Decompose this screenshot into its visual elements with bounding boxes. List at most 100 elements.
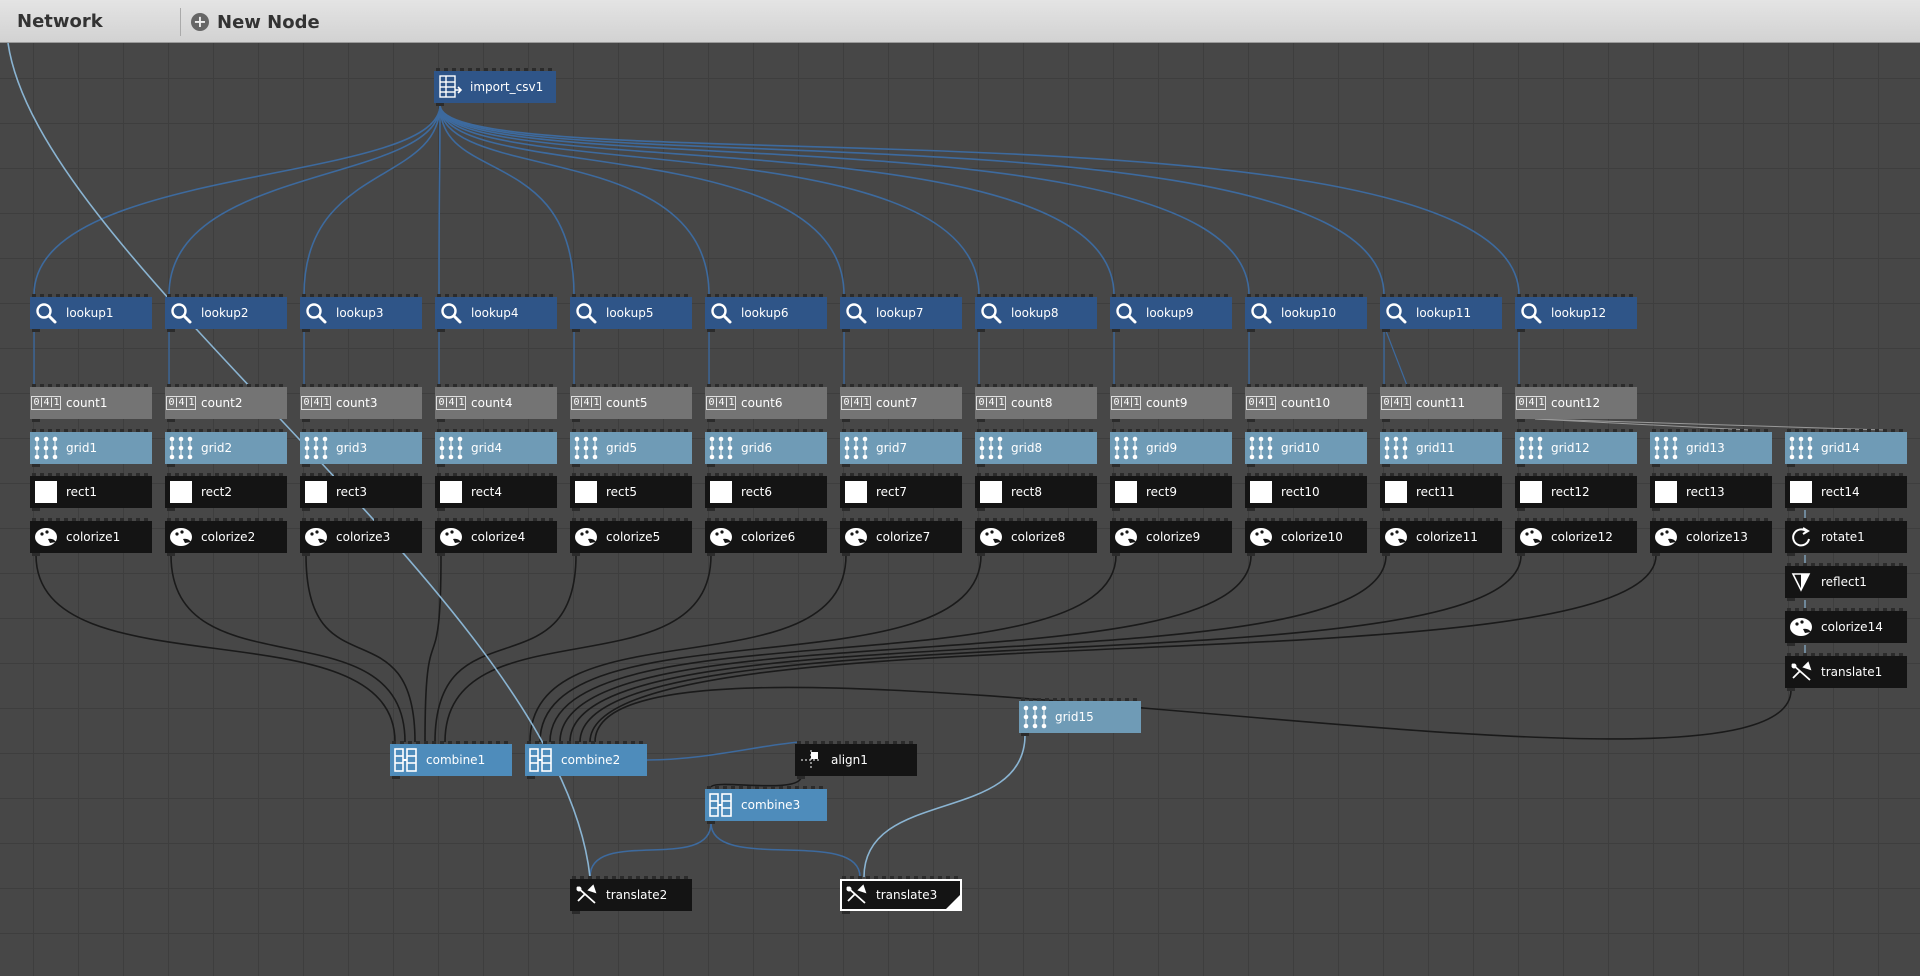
node-combine1[interactable]: combine1	[390, 741, 512, 779]
node-lookup6[interactable]: lookup6	[705, 294, 827, 332]
node-colorize7[interactable]: colorize7	[840, 518, 962, 556]
grid-icon	[572, 434, 600, 462]
node-grid1[interactable]: grid1	[30, 429, 152, 467]
node-grid5[interactable]: grid5	[570, 429, 692, 467]
node-grid10[interactable]: grid10	[1245, 429, 1367, 467]
network-canvas[interactable]: import_csv1 lookup1 lookup2 lookup3 lookup4 l…	[0, 43, 1920, 976]
count-icon: 0|4|1	[1111, 396, 1141, 410]
rect-icon	[842, 478, 870, 506]
plus-icon: +	[191, 13, 209, 31]
node-label: lookup7	[876, 306, 924, 320]
node-lookup5[interactable]: lookup5	[570, 294, 692, 332]
node-label: rect2	[201, 485, 232, 499]
node-colorize14[interactable]: colorize14	[1785, 608, 1907, 646]
grid-icon	[1652, 434, 1680, 462]
node-colorize11[interactable]: colorize11	[1380, 518, 1502, 556]
node-grid7[interactable]: grid7	[840, 429, 962, 467]
node-lookup8[interactable]: lookup8	[975, 294, 1097, 332]
node-grid2[interactable]: grid2	[165, 429, 287, 467]
node-colorize4[interactable]: colorize4	[435, 518, 557, 556]
node-lookup9[interactable]: lookup9	[1110, 294, 1232, 332]
node-colorize13[interactable]: colorize13	[1650, 518, 1772, 556]
rect-icon	[1517, 478, 1545, 506]
node-rect10[interactable]: rect10	[1245, 473, 1367, 511]
node-colorize5[interactable]: colorize5	[570, 518, 692, 556]
node-rect11[interactable]: rect11	[1380, 473, 1502, 511]
node-colorize12[interactable]: colorize12	[1515, 518, 1637, 556]
node-translate1[interactable]: translate1	[1785, 653, 1907, 691]
node-grid15[interactable]: grid15	[1019, 698, 1141, 736]
node-rect2[interactable]: rect2	[165, 473, 287, 511]
node-rect1[interactable]: rect1	[30, 473, 152, 511]
node-label: grid10	[1281, 441, 1320, 455]
node-colorize1[interactable]: colorize1	[30, 518, 152, 556]
node-combine2[interactable]: combine2	[525, 741, 647, 779]
node-rect13[interactable]: rect13	[1650, 473, 1772, 511]
node-colorize6[interactable]: colorize6	[705, 518, 827, 556]
node-label: rect8	[1011, 485, 1042, 499]
node-rect14[interactable]: rect14	[1785, 473, 1907, 511]
count-icon: 0|4|1	[841, 396, 871, 410]
node-lookup3[interactable]: lookup3	[300, 294, 422, 332]
node-translate2[interactable]: translate2	[570, 876, 692, 914]
node-align1[interactable]: align1	[795, 741, 917, 779]
node-colorize8[interactable]: colorize8	[975, 518, 1097, 556]
node-translate3[interactable]: translate3	[840, 876, 962, 914]
node-grid8[interactable]: grid8	[975, 429, 1097, 467]
node-rect6[interactable]: rect6	[705, 473, 827, 511]
node-lookup1[interactable]: lookup1	[30, 294, 152, 332]
node-grid4[interactable]: grid4	[435, 429, 557, 467]
node-rect3[interactable]: rect3	[300, 473, 422, 511]
node-grid11[interactable]: grid11	[1380, 429, 1502, 467]
node-colorize2[interactable]: colorize2	[165, 518, 287, 556]
node-rect8[interactable]: rect8	[975, 473, 1097, 511]
node-label: grid3	[336, 441, 368, 455]
node-label: rect3	[336, 485, 367, 499]
wire-combine2-to-align1	[646, 741, 802, 761]
node-rect9[interactable]: rect9	[1110, 473, 1232, 511]
node-lookup7[interactable]: lookup7	[840, 294, 962, 332]
node-grid3[interactable]: grid3	[300, 429, 422, 467]
node-lookup10[interactable]: lookup10	[1245, 294, 1367, 332]
node-rect12[interactable]: rect12	[1515, 473, 1637, 511]
node-grid14[interactable]: grid14	[1785, 429, 1907, 467]
node-label: grid8	[1011, 441, 1043, 455]
node-lookup4[interactable]: lookup4	[435, 294, 557, 332]
node-rect7[interactable]: rect7	[840, 473, 962, 511]
wire-import-to-lookup	[439, 104, 1115, 296]
node-label: grid11	[1416, 441, 1455, 455]
node-label: count2	[201, 396, 243, 410]
new-node-button[interactable]: + New Node	[191, 9, 320, 35]
node-combine3[interactable]: combine3	[705, 786, 827, 824]
node-colorize10[interactable]: colorize10	[1245, 518, 1367, 556]
node-rect4[interactable]: rect4	[435, 473, 557, 511]
node-grid12[interactable]: grid12	[1515, 429, 1637, 467]
node-reflect1[interactable]: reflect1	[1785, 563, 1907, 601]
node-grid9[interactable]: grid9	[1110, 429, 1232, 467]
colorize-icon	[1652, 523, 1680, 551]
node-label: combine1	[426, 753, 486, 767]
node-colorize3[interactable]: colorize3	[300, 518, 422, 556]
node-import_csv1[interactable]: import_csv1	[434, 68, 556, 106]
node-colorize9[interactable]: colorize9	[1110, 518, 1232, 556]
translate-icon	[842, 881, 870, 909]
node-rect5[interactable]: rect5	[570, 473, 692, 511]
node-lookup2[interactable]: lookup2	[165, 294, 287, 332]
node-grid6[interactable]: grid6	[705, 429, 827, 467]
node-lookup12[interactable]: lookup12	[1515, 294, 1637, 332]
node-rotate1[interactable]: rotate1	[1785, 518, 1907, 556]
node-lookup11[interactable]: lookup11	[1380, 294, 1502, 332]
node-grid13[interactable]: grid13	[1650, 429, 1772, 467]
